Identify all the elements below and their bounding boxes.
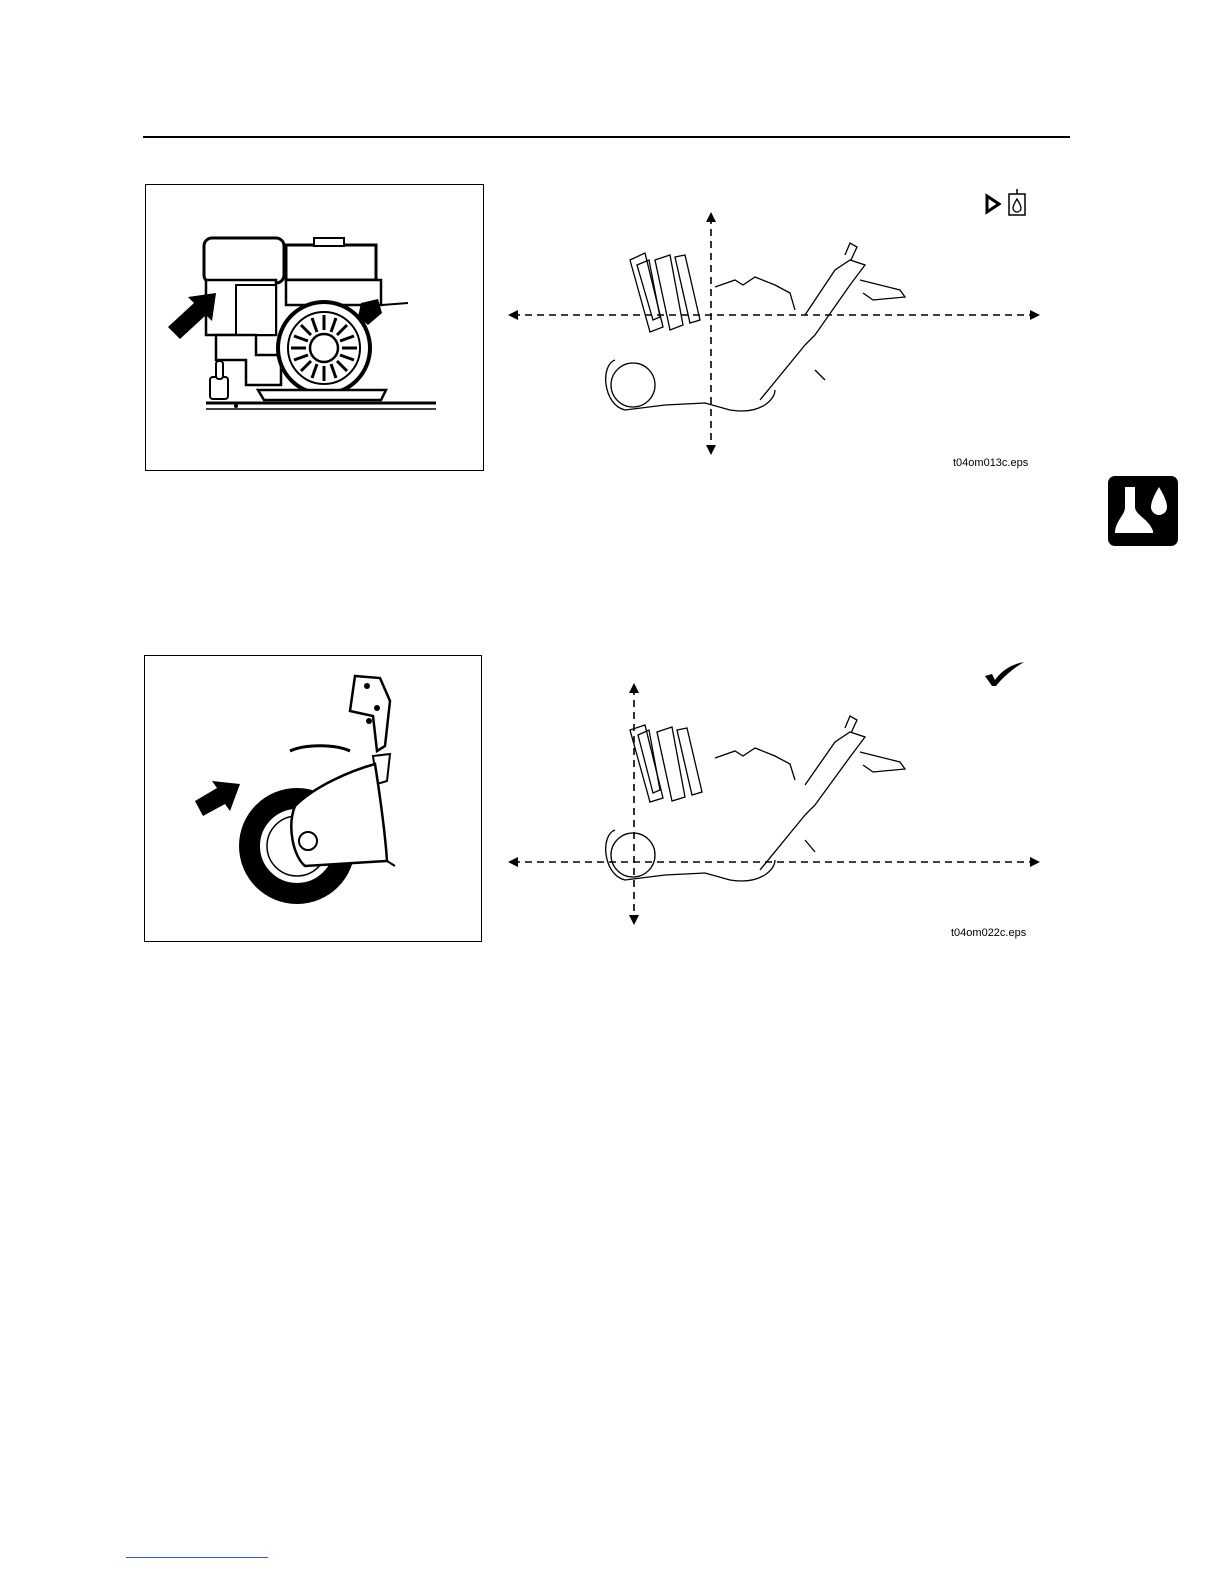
- wheel-icon: [145, 656, 480, 940]
- maintenance-lubrication-icon: [1107, 475, 1179, 547]
- footer-link-underline: [126, 1557, 268, 1558]
- wheel-photo: [144, 655, 482, 942]
- tilt-diagram-1: [505, 205, 1045, 460]
- figure-caption-2: t04om022c.eps: [951, 927, 1026, 939]
- check-mark-icon: [982, 658, 1026, 688]
- header-rule: [143, 136, 1070, 138]
- figure-caption-1: t04om013c.eps: [953, 457, 1028, 469]
- fuel-service-icon: [985, 188, 1029, 218]
- engine-oil-fill-icon: [146, 185, 482, 469]
- engine-photo: [145, 184, 484, 471]
- tilt-diagram-2: [505, 680, 1045, 930]
